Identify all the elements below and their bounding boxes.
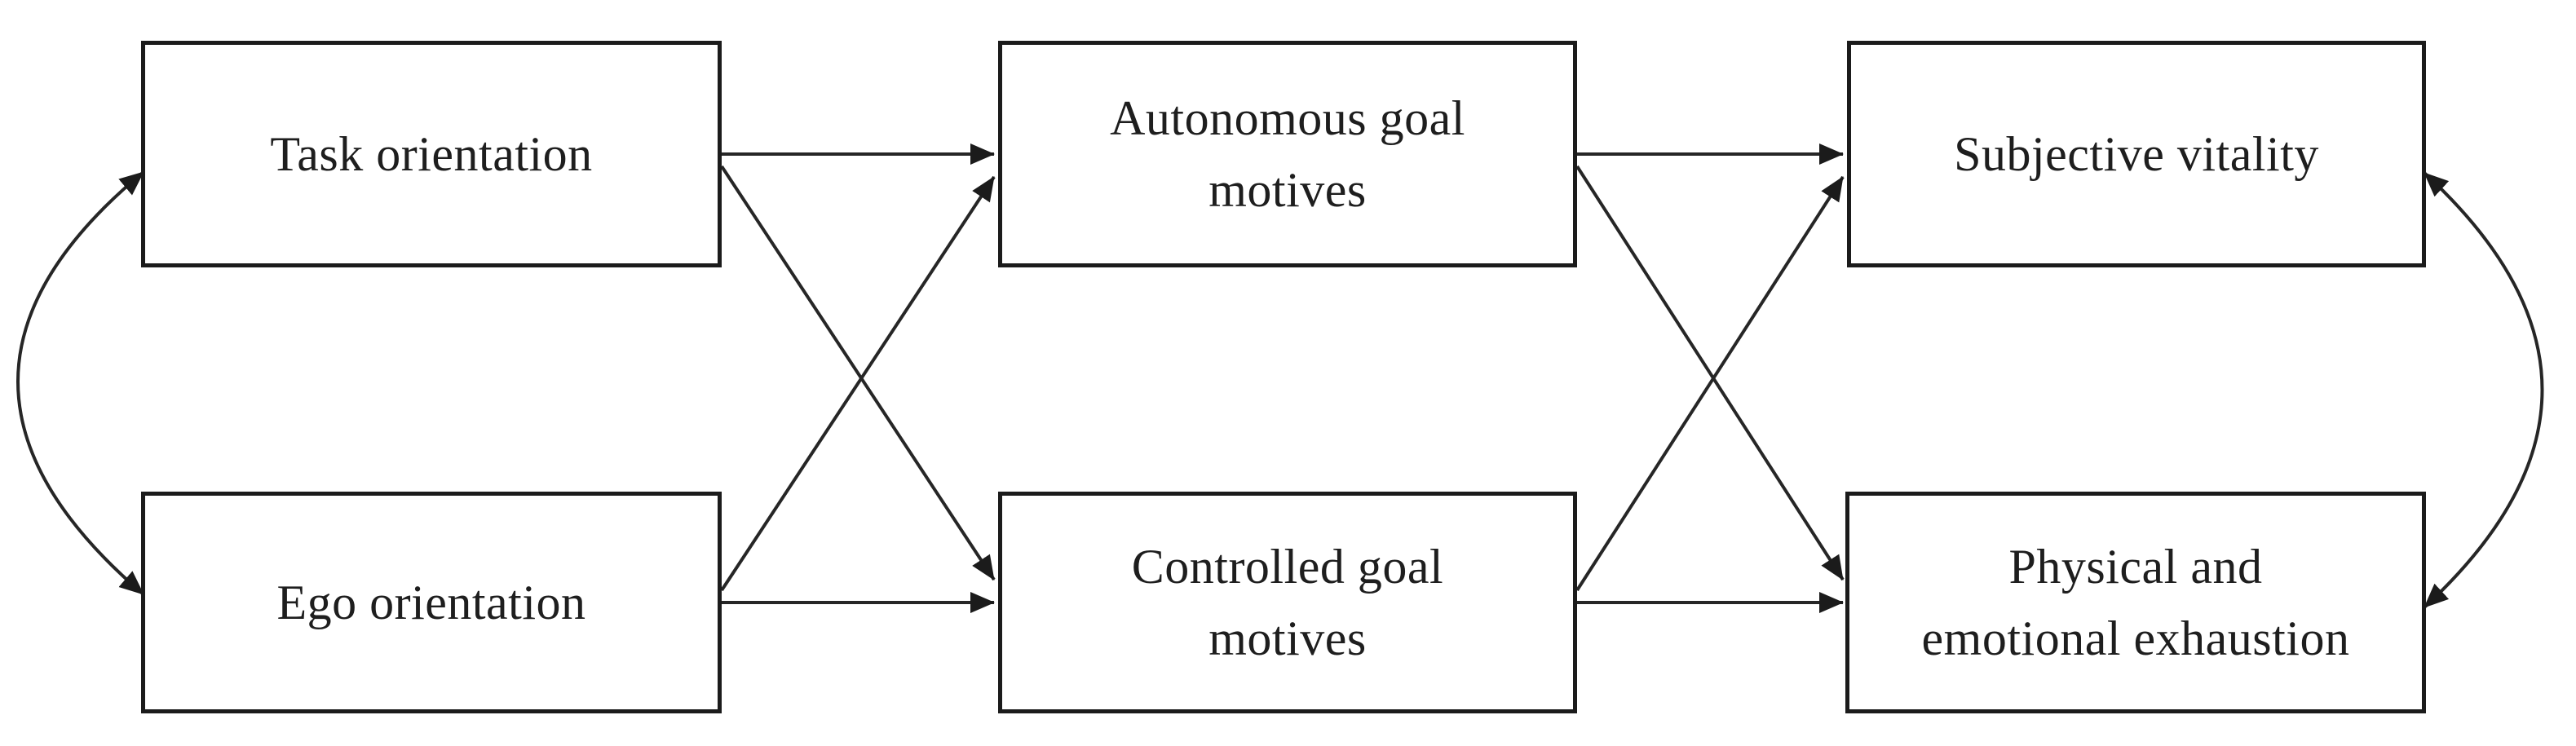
- node-label-line-2: motives: [1208, 611, 1367, 665]
- node-label-line-2: motives: [1208, 163, 1367, 217]
- arrow-ego-to-autonomous: [720, 175, 996, 592]
- arrow-autonomous-to-exhaustion: [1575, 165, 1845, 581]
- node-label-line-2: emotional exhaustion: [1921, 611, 2350, 665]
- covariance-arrow-task-ego: [16, 170, 145, 596]
- node-task-orientation: Task orientation: [141, 41, 722, 267]
- node-ego-orientation: Ego orientation: [141, 492, 722, 713]
- arrow-controlled-to-vitality: [1575, 175, 1845, 592]
- node-label: Ego orientation: [276, 576, 586, 629]
- node-subjective-vitality: Subjective vitality: [1847, 41, 2426, 267]
- node-controlled-goal-motives: Controlled goal motives: [998, 492, 1577, 713]
- node-label-line-1: Physical and: [2008, 540, 2263, 594]
- node-label-line-1: Controlled goal: [1131, 540, 1444, 594]
- node-label: Task orientation: [270, 127, 593, 181]
- node-label-line-1: Autonomous goal: [1110, 91, 1465, 145]
- node-physical-emotional-exhaustion: Physical and emotional exhaustion: [1845, 492, 2426, 713]
- node-autonomous-goal-motives: Autonomous goal motives: [998, 41, 1577, 267]
- node-label: Subjective vitality: [1954, 127, 2319, 181]
- covariance-arrow-vitality-exhaustion: [2423, 171, 2544, 609]
- arrow-task-to-controlled: [720, 165, 996, 581]
